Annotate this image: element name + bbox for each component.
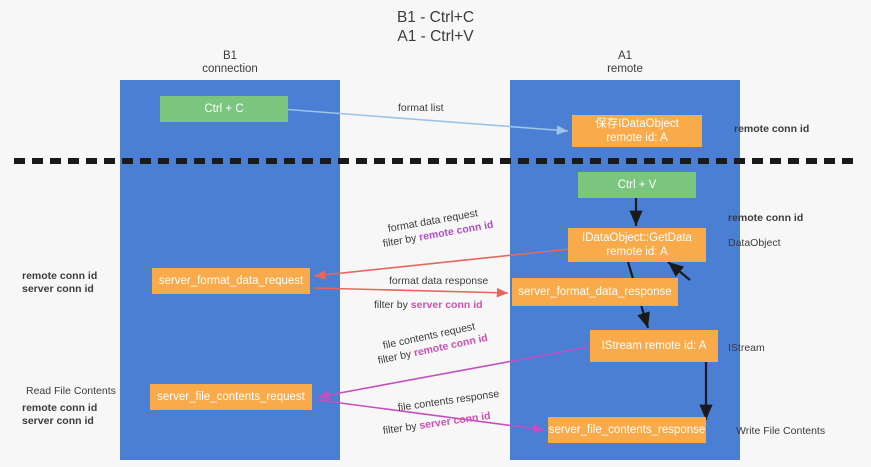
node-ctrl-v[interactable]: Ctrl + V: [578, 172, 696, 198]
filter-prefix: filter by: [376, 347, 416, 367]
edge-label-format-data-response: format data response: [389, 275, 489, 287]
legend-remote-conn-id-mid: remote conn id: [22, 270, 98, 282]
filter-key-server-conn-id: server conn id: [418, 409, 492, 432]
node-istream[interactable]: IStream remote id: A: [590, 330, 718, 362]
annotation-istream: IStream: [728, 342, 765, 354]
edge-label-format-data-response-filter: filter by server conn id: [374, 298, 483, 312]
annotation-read-file-contents: Read File Contents: [26, 385, 116, 397]
lane-header-a1: A1 remote: [607, 50, 643, 75]
node-save-idataobject[interactable]: 保存IDataObject remote id: A: [572, 115, 702, 147]
annotation-write-file-contents: Write File Contents: [736, 425, 826, 437]
lane-header-b1: B1 connection: [202, 50, 258, 75]
node-server-file-contents-request[interactable]: server_file_contents_request: [150, 384, 312, 410]
legend-server-conn-id-mid: server conn id: [22, 283, 94, 295]
legend-remote-conn-id-bottom: remote conn id: [22, 402, 98, 414]
filter-prefix: filter by: [374, 299, 411, 311]
annotation-dataobject: DataObject: [728, 237, 781, 249]
node-server-file-contents-response[interactable]: server_file_contents_response: [548, 417, 706, 443]
annotation-remote-conn-id-mid: remote conn id: [728, 212, 804, 224]
node-ctrl-c[interactable]: Ctrl + C: [160, 96, 288, 122]
filter-prefix: filter by: [382, 419, 421, 437]
filter-prefix: filter by: [381, 231, 421, 250]
page-title: B1 - Ctrl+C A1 - Ctrl+V: [396, 9, 475, 45]
edge-format-data-response: [313, 287, 509, 298]
node-server-format-data-response[interactable]: server_format_data_response: [512, 278, 678, 306]
node-server-format-data-request[interactable]: server_format_data_request: [152, 268, 310, 294]
node-getdata[interactable]: IDataObject::GetData remote id: A: [568, 228, 706, 262]
filter-key-server-conn-id: server conn id: [410, 299, 483, 311]
annotation-remote-conn-id-top: remote conn id: [734, 123, 810, 135]
legend-server-conn-id-bottom: server conn id: [22, 415, 94, 427]
edge-label-format-list: format list: [398, 102, 444, 114]
